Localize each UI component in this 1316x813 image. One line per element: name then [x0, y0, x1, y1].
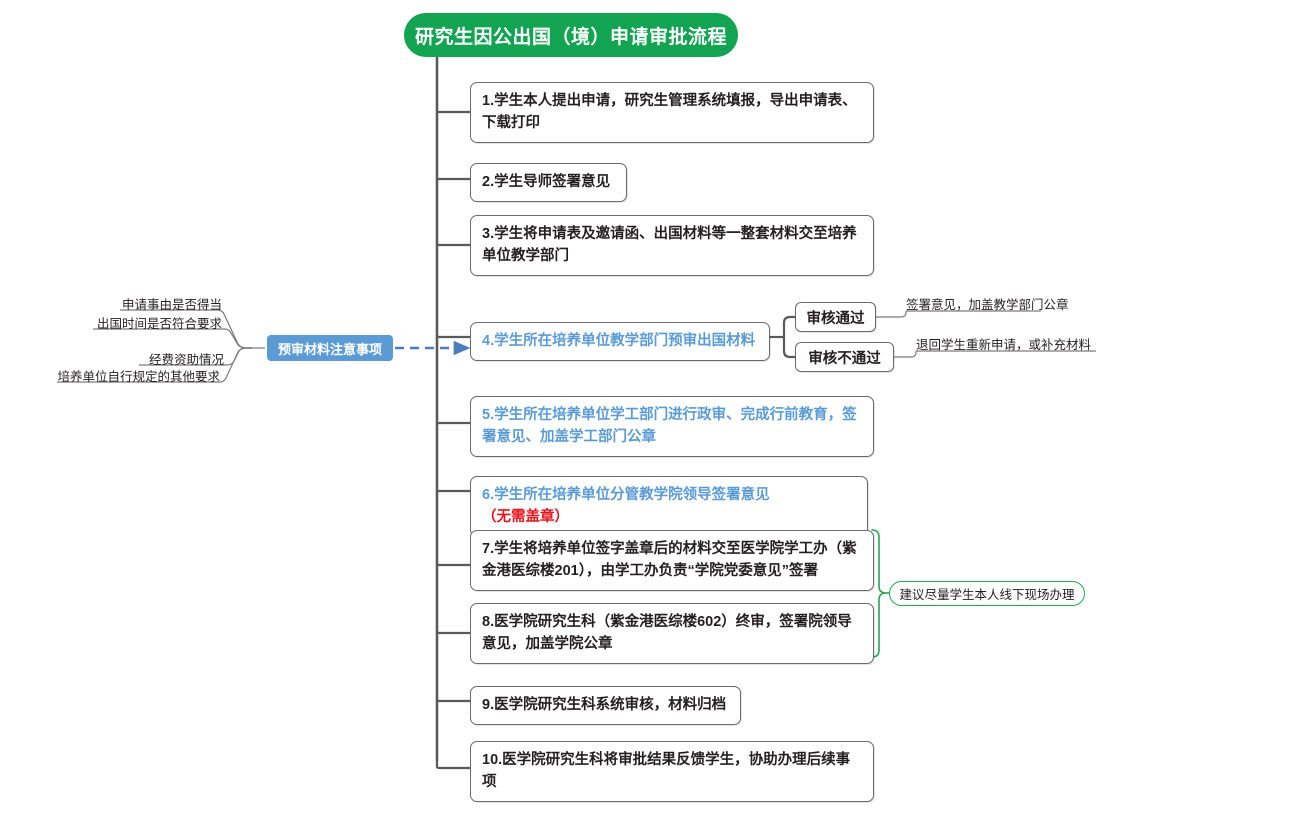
step-2-text: 2.学生导师签署意见: [482, 174, 611, 190]
callout-item-3: 经费资助情况: [139, 349, 224, 370]
edge-label-pass-text: 签署意见，加盖教学部门公章: [906, 298, 1069, 312]
step-6-red-note: （无需盖章）: [482, 508, 569, 525]
result-pass-label: 审核通过: [806, 310, 865, 327]
callout-item-4: 培养单位自行规定的其他要求: [57, 366, 220, 387]
step-box-7[interactable]: 7.学生将培养单位签字盖章后的材料交至医学院学工办（紫金港医综楼201），由学工…: [470, 530, 874, 591]
callout-node-preview-notes[interactable]: 预审材料注意事项: [267, 335, 393, 361]
step-box-3[interactable]: 3.学生将申请表及邀请函、出国材料等一整套材料交至培养单位教学部门: [470, 215, 874, 276]
step-box-1[interactable]: 1.学生本人提出申请，研究生管理系统填报，导出申请表、下载打印: [470, 82, 874, 143]
callout-item-2-text: 出国时间是否符合要求: [96, 317, 222, 331]
callout-item-1: 申请事由是否得当: [120, 294, 222, 315]
edge-label-pass: 签署意见，加盖教学部门公章: [906, 294, 1069, 315]
step-6-text: 6.学生所在培养单位分管教学院领导签署意见: [482, 487, 770, 503]
callout-item-1-text: 申请事由是否得当: [121, 298, 222, 312]
callout-item-3-text: 经费资助情况: [148, 353, 224, 367]
step-box-6[interactable]: 6.学生所在培养单位分管教学院领导签署意见 （无需盖章）: [470, 476, 868, 537]
step-box-2[interactable]: 2.学生导师签署意见: [470, 163, 627, 202]
callout-item-4-text: 培养单位自行规定的其他要求: [57, 370, 220, 384]
edge-label-fail-text: 退回学生重新申请，或补充材料: [916, 338, 1092, 352]
root-title-node[interactable]: 研究生因公出国（境）申请审批流程: [404, 13, 738, 57]
step-4-text: 4.学生所在培养单位教学部门预审出国材料: [482, 333, 756, 349]
advisory-pill[interactable]: 建议尽量学生本人线下现场办理: [889, 581, 1085, 606]
result-box-pass[interactable]: 审核通过: [795, 302, 876, 332]
step-box-10[interactable]: 10.医学院研究生科将审批结果反馈学生，协助办理后续事项: [470, 741, 874, 802]
step-3-text: 3.学生将申请表及邀请函、出国材料等一整套材料交至培养单位教学部门: [482, 226, 857, 264]
edge-label-fail: 退回学生重新申请，或补充材料: [916, 334, 1091, 355]
step-10-text: 10.医学院研究生科将审批结果反馈学生，协助办理后续事项: [482, 752, 851, 790]
step-box-9[interactable]: 9.医学院研究生科系统审核，材料归档: [470, 686, 741, 725]
result-fail-label: 审核不通过: [808, 350, 881, 367]
step-box-8[interactable]: 8.医学院研究生科（紫金港医综楼602）终审，签署院领导意见，加盖学院公章: [470, 603, 874, 664]
step-box-5[interactable]: 5.学生所在培养单位学工部门进行政审、完成行前教育，签署意见、加盖学工部门公章: [470, 396, 874, 457]
callout-node-label: 预审材料注意事项: [277, 341, 382, 357]
step-8-text: 8.医学院研究生科（紫金港医综楼602）终审，签署院领导意见，加盖学院公章: [482, 614, 852, 652]
step-5-text: 5.学生所在培养单位学工部门进行政审、完成行前教育，签署意见、加盖学工部门公章: [482, 407, 857, 445]
step-1-text: 1.学生本人提出申请，研究生管理系统填报，导出申请表、下载打印: [482, 93, 857, 131]
result-box-fail[interactable]: 审核不通过: [795, 342, 894, 372]
advisory-pill-label: 建议尽量学生本人线下现场办理: [899, 588, 1075, 602]
step-7-text: 7.学生将培养单位签字盖章后的材料交至医学院学工办（紫金港医综楼201），由学工…: [482, 541, 857, 579]
step-9-text: 9.医学院研究生科系统审核，材料归档: [482, 697, 727, 713]
step-box-4[interactable]: 4.学生所在培养单位教学部门预审出国材料: [470, 322, 770, 361]
callout-item-2: 出国时间是否符合要求: [93, 313, 222, 334]
page-title: 研究生因公出国（境）申请审批流程: [414, 26, 727, 48]
